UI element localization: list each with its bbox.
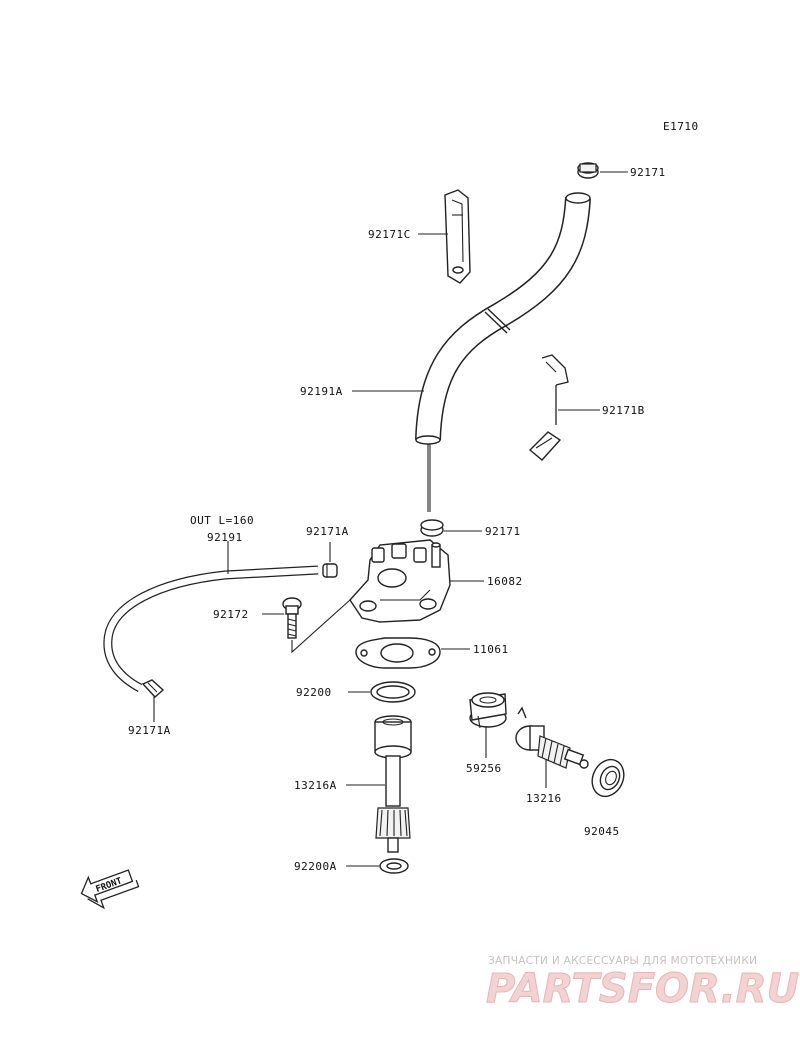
cap-92171A-bottom[interactable]: [141, 679, 165, 698]
label-92171-top[interactable]: 92171: [630, 166, 666, 179]
label-59256[interactable]: 59256: [466, 762, 502, 775]
label-92200[interactable]: 92200: [296, 686, 332, 699]
gasket-11061[interactable]: [355, 637, 441, 669]
label-92191A[interactable]: 92191A: [300, 385, 343, 398]
label-13216[interactable]: 13216: [526, 792, 562, 805]
label-out-note: OUT L=160: [190, 514, 254, 527]
clip-92171C[interactable]: [444, 189, 471, 284]
hose-92191A[interactable]: [415, 192, 591, 445]
label-92172[interactable]: 92172: [213, 608, 249, 621]
label-92171B[interactable]: 92171B: [602, 404, 645, 417]
watermark-logo: PARTSFOR.RU: [486, 966, 799, 1012]
bolt-92172[interactable]: [282, 597, 302, 639]
oil-pump-16082[interactable]: [349, 539, 451, 623]
shaft-13216[interactable]: [515, 706, 589, 769]
label-11061[interactable]: 11061: [473, 643, 509, 656]
label-92171A-top[interactable]: 92171A: [306, 525, 349, 538]
label-92045[interactable]: 92045: [584, 825, 620, 838]
diagram-code: E1710: [663, 120, 699, 133]
clip-92171B[interactable]: [528, 354, 569, 461]
washer-92200A[interactable]: [379, 858, 409, 874]
label-92171A-bottom[interactable]: 92171A: [128, 724, 171, 737]
watermark-tagline: ЗАПЧАСТИ И АКСЕССУАРЫ ДЛЯ МОТОТЕХНИКИ: [488, 955, 757, 967]
label-92200A[interactable]: 92200A: [294, 860, 337, 873]
label-92171-mid[interactable]: 92171: [485, 525, 521, 538]
clamp-92171-top[interactable]: [577, 162, 599, 179]
bushing-59256[interactable]: [469, 692, 507, 729]
tube-92191[interactable]: [103, 565, 319, 692]
label-16082[interactable]: 16082: [487, 575, 523, 588]
label-13216A[interactable]: 13216A: [294, 779, 337, 792]
clamp-92171-mid[interactable]: [420, 519, 444, 537]
label-92191[interactable]: 92191: [207, 531, 243, 544]
label-92171C[interactable]: 92171C: [368, 228, 411, 241]
front-arrow-icon: FRONT: [80, 869, 140, 910]
shaft-13216A[interactable]: [374, 715, 412, 853]
cap-92171A-top[interactable]: [322, 563, 338, 578]
oil-seal-92045[interactable]: [586, 754, 629, 801]
o-ring-92200[interactable]: [370, 681, 416, 703]
